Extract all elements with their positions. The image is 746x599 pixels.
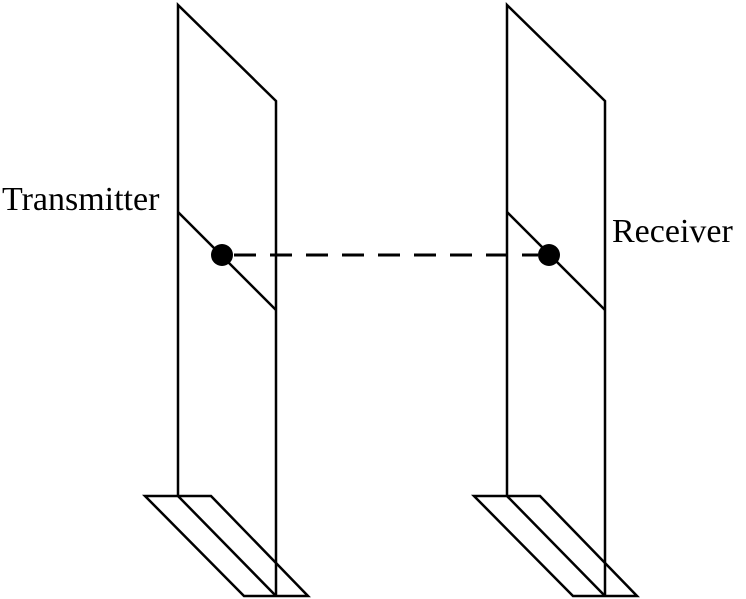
receiver-label: Receiver bbox=[612, 213, 733, 250]
receiver-panel-outline bbox=[505, 2, 607, 596]
transmitter-base-rail bbox=[177, 495, 277, 597]
receiver-node bbox=[538, 244, 560, 266]
transmitter-panel-outline bbox=[176, 2, 278, 596]
transmitter-panel bbox=[176, 2, 278, 596]
transmitter-node bbox=[211, 244, 233, 266]
transmitter-label: Transmitter bbox=[2, 181, 160, 218]
transmitter-base-outline bbox=[142, 494, 311, 598]
receiver-panel bbox=[505, 2, 607, 596]
receiver-base-outline bbox=[471, 494, 640, 598]
receiver-base bbox=[471, 494, 640, 598]
transmitter-base bbox=[142, 494, 311, 598]
receiver-base-rail bbox=[506, 495, 606, 597]
